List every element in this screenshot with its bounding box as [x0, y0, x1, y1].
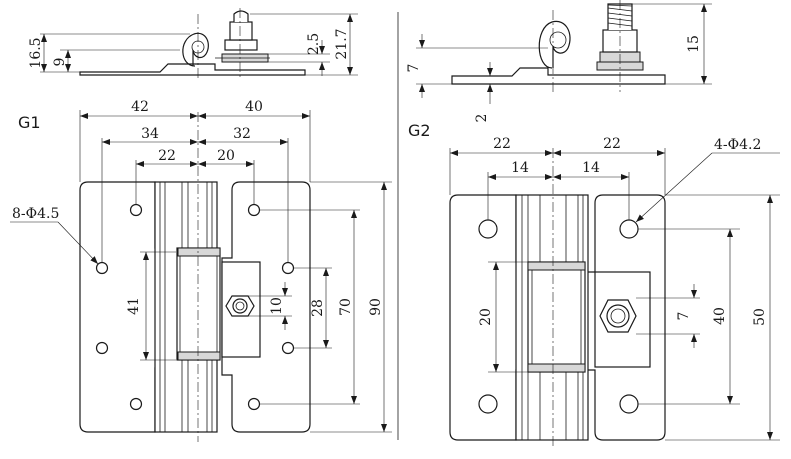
- g2-dim-20: 20: [478, 308, 494, 326]
- g1-front-view: [79, 112, 311, 442]
- g1-dim-21-7: 21.7: [334, 28, 350, 59]
- g1-dim-10: 10: [269, 297, 285, 315]
- g1-dim-70: 70: [338, 298, 354, 316]
- g2-dim-7: 7: [406, 64, 422, 73]
- g1-dim-28: 28: [310, 299, 326, 317]
- g1-dim-32: 32: [233, 126, 251, 142]
- g2-dim-22-left: 22: [493, 136, 511, 152]
- g1-label: G1: [18, 113, 41, 132]
- g2-label: G2: [408, 121, 431, 140]
- g2-dim-14-left: 14: [511, 160, 529, 176]
- g1-dim-41: 41: [126, 297, 142, 315]
- g2-dim-22-right: 22: [603, 136, 621, 152]
- g1-dim-40: 40: [245, 99, 263, 115]
- g2-side-dims: 7 2 15: [406, 3, 712, 123]
- g1-front-dims: 42 40 34 32 22 20 41 10 28 70 90: [10, 99, 392, 433]
- g2-dim-14-right: 14: [582, 160, 600, 176]
- g2-front-view: [449, 148, 666, 448]
- g2-side-view: [451, 0, 666, 92]
- g2-dim-7-front: 7: [676, 312, 692, 321]
- g1-side-dims: 16.5 9 2.5 21.7: [28, 13, 358, 76]
- g1-dim-9: 9: [52, 58, 68, 67]
- g1-dim-16-5: 16.5: [28, 37, 44, 68]
- g1-dim-22: 22: [158, 148, 176, 164]
- g1-dim-2-5: 2.5: [306, 33, 322, 55]
- g2-dim-15: 15: [686, 35, 702, 53]
- g2-hole-callout: 4-Φ4.2: [714, 137, 761, 153]
- g1-dim-90: 90: [368, 298, 384, 316]
- g1-hole-callout: 8-Φ4.5: [12, 206, 59, 222]
- g2-dim-40: 40: [712, 307, 728, 325]
- g1-dim-42: 42: [131, 99, 149, 115]
- g2-dim-2: 2: [474, 114, 490, 123]
- g1-side-view: [79, 8, 306, 80]
- g2-front-dims: 22 22 14 14 20 7 40 50 4-Φ4.2: [449, 136, 780, 441]
- g1-dim-34: 34: [141, 126, 159, 142]
- g1-dim-20: 20: [217, 148, 235, 164]
- g2-dim-50: 50: [752, 308, 768, 326]
